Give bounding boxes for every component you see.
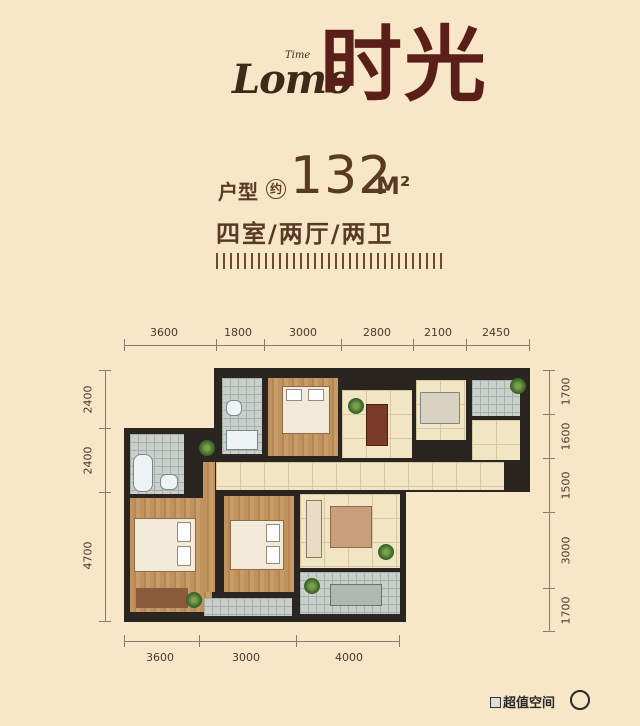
dim-left-3: 4700 bbox=[81, 541, 95, 570]
brand-logo-icon bbox=[570, 690, 590, 710]
logo-script-text: Lomo bbox=[232, 56, 353, 103]
dim-top-2: 1800 bbox=[224, 326, 252, 339]
bathtub bbox=[133, 454, 153, 492]
dresser bbox=[136, 588, 188, 608]
dim-bottom-3: 4000 bbox=[335, 651, 363, 664]
entrance bbox=[472, 420, 520, 460]
dim-top-4: 2800 bbox=[363, 326, 391, 339]
unit-type-label: 户型 bbox=[218, 180, 258, 204]
hallway-strip bbox=[203, 462, 215, 592]
dim-right-4: 3000 bbox=[559, 536, 573, 565]
living-rug bbox=[330, 506, 372, 548]
decorative-stripe bbox=[216, 253, 446, 269]
pillow bbox=[266, 546, 280, 564]
pillow bbox=[177, 522, 191, 542]
dim-left-1: 2400 bbox=[81, 385, 95, 414]
dim-top-5: 2100 bbox=[424, 326, 452, 339]
plant-icon bbox=[510, 378, 526, 394]
plant-icon bbox=[186, 592, 202, 608]
area-value: 132 bbox=[290, 146, 393, 206]
dim-right-1: 1700 bbox=[559, 377, 573, 406]
plant-icon bbox=[378, 544, 394, 560]
room-count-text: 四室/两厅/两卫 bbox=[216, 220, 394, 248]
pillow bbox=[286, 389, 302, 401]
closet bbox=[204, 598, 292, 616]
dim-bottom-2: 3000 bbox=[232, 651, 260, 664]
dim-bottom-1: 3600 bbox=[146, 651, 174, 664]
toilet bbox=[160, 474, 178, 490]
pillow bbox=[177, 546, 191, 566]
dim-top-3: 3000 bbox=[289, 326, 317, 339]
lounge-chairs bbox=[330, 584, 382, 606]
toilet bbox=[226, 400, 242, 416]
corridor bbox=[216, 462, 504, 490]
plant-icon bbox=[304, 578, 320, 594]
pillow bbox=[308, 389, 324, 401]
dim-top-1: 3600 bbox=[150, 326, 178, 339]
dim-right-3: 1500 bbox=[559, 471, 573, 500]
logo-superscript: Time bbox=[285, 50, 311, 61]
approx-mark: 约 bbox=[266, 179, 286, 199]
logo-chinese-title: 时光 bbox=[320, 17, 489, 113]
kitchen-counter bbox=[420, 392, 460, 424]
dim-right-5: 1700 bbox=[559, 596, 573, 625]
brand-text: 超值空间 bbox=[503, 696, 556, 711]
dim-left-2: 2400 bbox=[81, 446, 95, 475]
plant-icon bbox=[199, 440, 215, 456]
sofa bbox=[306, 500, 322, 558]
plant-icon bbox=[348, 398, 364, 414]
dim-right-2: 1600 bbox=[559, 422, 573, 451]
brand-square-icon bbox=[490, 697, 501, 708]
shower bbox=[226, 430, 258, 450]
dining-table bbox=[366, 404, 388, 446]
area-unit: M² bbox=[376, 172, 411, 200]
dim-top-6: 2450 bbox=[482, 326, 510, 339]
pillow bbox=[266, 524, 280, 542]
